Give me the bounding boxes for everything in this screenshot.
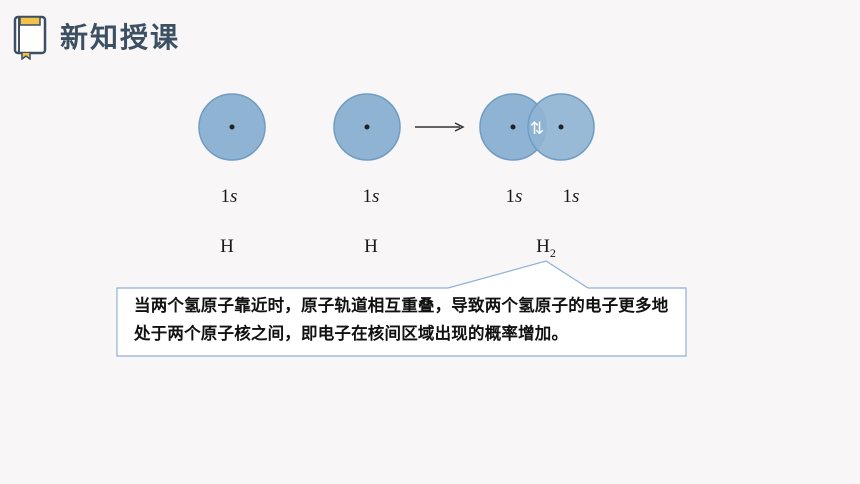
orbital-number: 1: [220, 186, 231, 207]
orbital-label-h2-right: 1s: [563, 186, 580, 208]
orbital-label-atom-1: 1s: [221, 186, 238, 208]
h-atom-nucleus-2: [364, 124, 370, 130]
molecule-label-h2: H2: [536, 236, 556, 261]
callout-text: 当两个氢原子靠近时，原子轨道相互重叠，导致两个氢原子的电子更多地处于两个原子核之…: [134, 296, 669, 343]
orbital-type: s: [372, 186, 380, 207]
atom-label-h-1: H: [220, 236, 234, 257]
molecule-subscript: 2: [549, 245, 556, 260]
orbital-label-atom-2: 1s: [363, 186, 380, 208]
atom-label-h-2: H: [364, 236, 378, 257]
orbital-type: s: [515, 186, 523, 207]
spin-pair-icon: ⇅: [530, 119, 544, 139]
page-title: 新知授课: [60, 21, 181, 54]
h2-nucleus-left: [510, 124, 516, 130]
book-icon: [13, 15, 47, 60]
right-arrow-icon: [415, 122, 465, 132]
orbital-type: s: [230, 186, 238, 207]
h2-nucleus-right: [558, 124, 564, 130]
orbital-label-h2-left: 1s: [506, 186, 523, 208]
h-atom-nucleus-1: [229, 124, 235, 130]
orbital-number: 1: [505, 186, 516, 207]
orbital-number: 1: [562, 186, 573, 207]
orbital-type: s: [572, 186, 580, 207]
orbital-number: 1: [362, 186, 373, 207]
molecule-symbol: H: [536, 236, 550, 257]
orbital-diagram: ⇅: [198, 93, 595, 161]
